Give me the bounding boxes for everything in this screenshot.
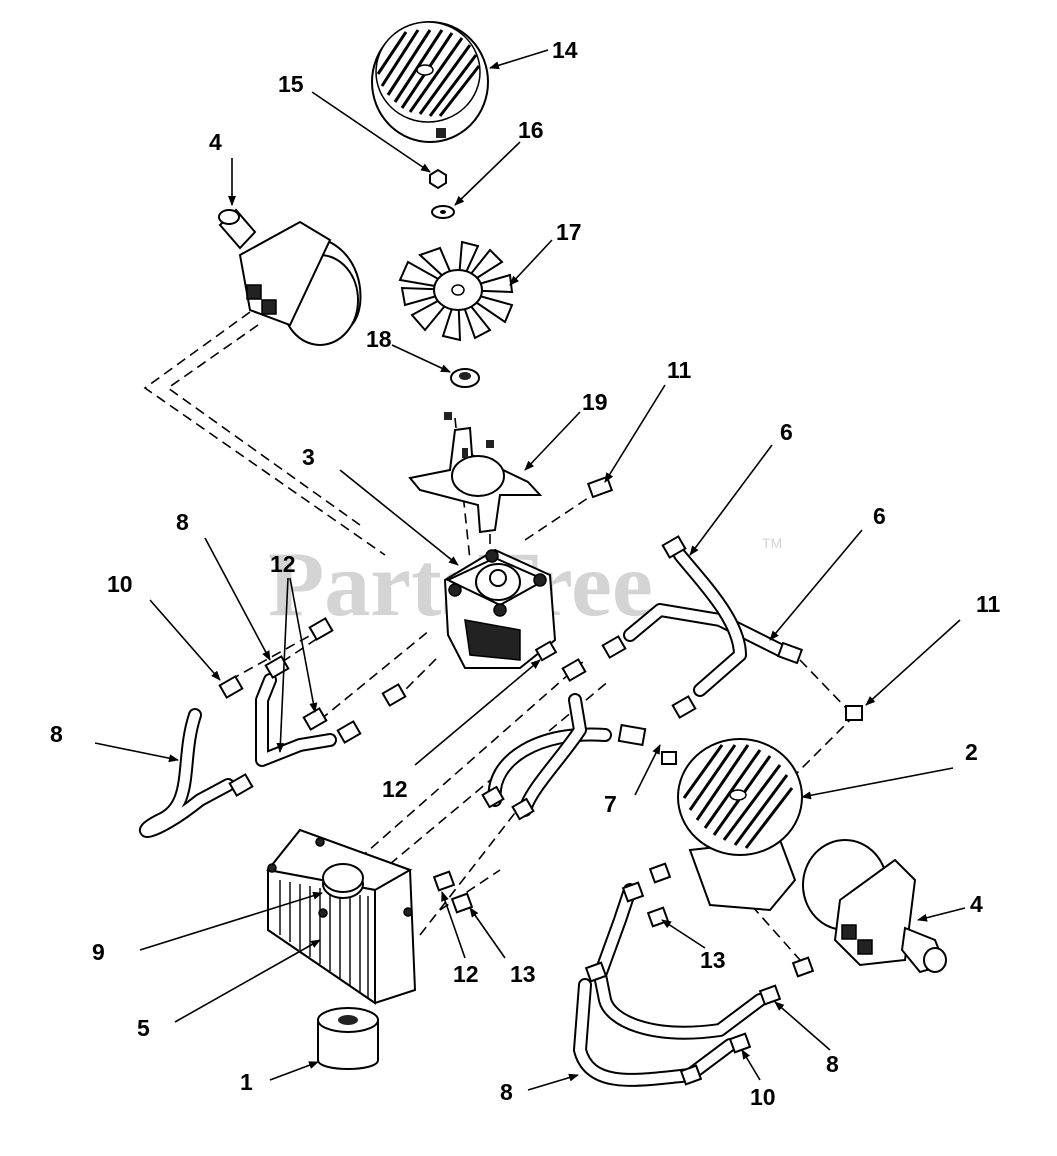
nut: [429, 168, 447, 190]
callout-6-lower: 6: [873, 503, 886, 529]
callout-12-left: 12: [270, 551, 296, 577]
hydraulic-reservoir: [266, 828, 417, 1005]
callout-10-bottom: 10: [750, 1084, 776, 1110]
callout-11-upper: 11: [667, 357, 692, 383]
cooling-fan: [398, 240, 514, 342]
callout-labels: 14 15 16 4 17 18 11 19 6 3 6 8 12 10 11 …: [50, 37, 1001, 1110]
callout-19: 19: [582, 389, 608, 415]
hydraulic-hoses: [139, 548, 787, 1087]
callout-8-bottom: 8: [500, 1079, 513, 1105]
callout-1: 1: [240, 1069, 253, 1095]
washer: [431, 205, 455, 219]
callout-13-right: 13: [700, 947, 726, 973]
callout-16: 16: [518, 117, 544, 143]
callout-8-lower-right: 8: [826, 1051, 839, 1077]
hydraulic-motor-left: [218, 208, 362, 346]
callout-17: 17: [556, 219, 582, 245]
callout-leaders: [94, 49, 966, 1091]
callout-18: 18: [366, 326, 392, 352]
callout-4-upper: 4: [209, 129, 222, 155]
callout-7: 7: [604, 791, 617, 817]
watermark-trademark: TM: [762, 535, 782, 551]
oil-filter: [317, 1007, 379, 1070]
callout-15: 15: [278, 71, 304, 97]
callout-5: 5: [137, 1015, 150, 1041]
callout-12-bottom: 12: [453, 961, 479, 987]
fan-shroud-top: [371, 21, 489, 143]
callout-8-left: 8: [50, 721, 63, 747]
hydraulic-motor-right: [802, 839, 947, 974]
fan-mounting-bracket: [408, 412, 543, 534]
callout-14: 14: [552, 37, 578, 63]
pump-with-fan-shroud: [677, 738, 803, 912]
callout-11-right: 11: [976, 591, 1001, 617]
callout-6-upper: 6: [780, 419, 793, 445]
callout-2: 2: [965, 739, 978, 765]
callout-13-bottom: 13: [510, 961, 536, 987]
callout-3: 3: [302, 444, 315, 470]
callout-12-center: 12: [382, 776, 408, 802]
hydraulic-pump: [443, 548, 557, 669]
hub-spacer: [450, 368, 480, 388]
callout-9: 9: [92, 939, 105, 965]
callout-10-left: 10: [107, 571, 133, 597]
callout-4-lower: 4: [970, 891, 983, 917]
callout-8-upper-left: 8: [176, 509, 189, 535]
